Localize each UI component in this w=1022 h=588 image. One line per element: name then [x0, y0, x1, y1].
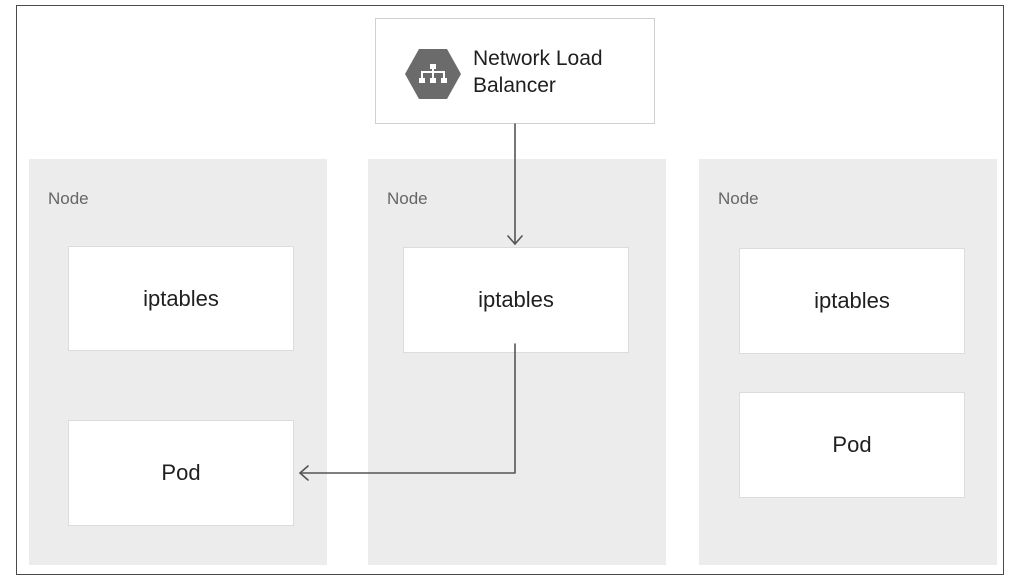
iptables-box: iptables [68, 246, 294, 351]
node-2: Node iptables [368, 159, 666, 565]
node-1: Node iptables Pod [29, 159, 327, 565]
node-label: Node [48, 189, 89, 208]
arrow-iptables-to-pod-head [299, 465, 309, 481]
arrow-lb-to-iptables-head [507, 235, 523, 245]
arrows-layer [299, 123, 523, 481]
node-label: Node [718, 189, 759, 208]
network-load-balancer-box: Network Load Balancer [375, 18, 655, 124]
load-balancer-icon [405, 49, 461, 99]
load-balancer-label: Network Load Balancer [473, 47, 603, 97]
node-3: Node iptables Pod [699, 159, 997, 565]
arrow-iptables-to-pod [299, 343, 516, 474]
node-label: Node [387, 189, 428, 208]
pod-box: Pod [739, 392, 965, 498]
iptables-box: iptables [403, 247, 629, 353]
iptables-box: iptables [739, 248, 965, 354]
diagram-frame: Network Load Balancer Node iptables Pod … [16, 5, 1004, 575]
pod-box: Pod [68, 420, 294, 526]
